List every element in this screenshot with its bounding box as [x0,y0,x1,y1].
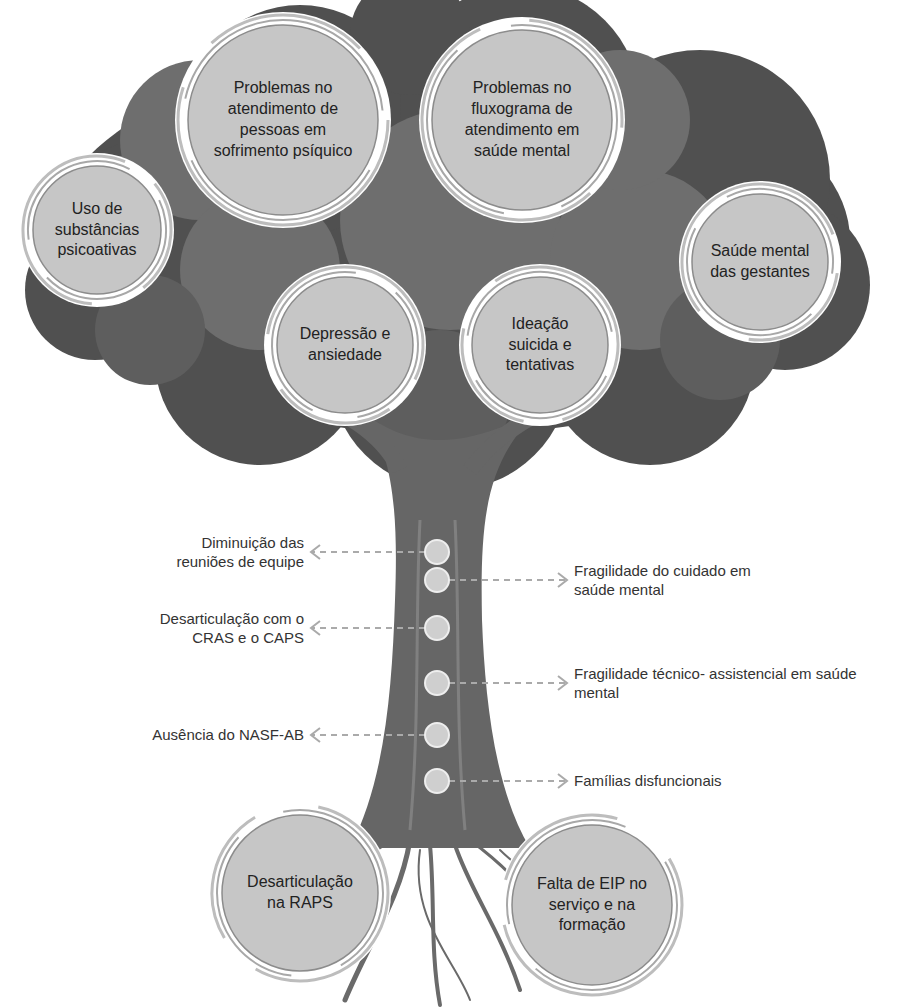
circle-text: Falta de EIP no serviço e na formação [532,874,652,936]
inner-arc [242,242,448,448]
circle-text: Desarticulação na RAPS [242,872,359,914]
outer-arc [381,0,664,261]
circle-fill [188,25,378,215]
cause-label: Desarticulação com o CRAS e o CAPS [134,609,304,648]
canopy [25,0,870,490]
ring-ground [459,264,621,426]
circle-text: Problemas no atendimento de pessoas em s… [212,78,355,161]
inner-arc [490,803,694,1007]
cause-label: Diminuição das reuniões de equipe [154,533,304,572]
problem-circle: Problemas no fluxograma de atendimento e… [418,16,626,224]
circle-shape [263,263,427,427]
ring-ground [264,264,426,426]
ring-ground [679,181,841,343]
circle-text: Ideação suicida e tentativas [488,314,593,376]
circle-fill [472,277,608,413]
ring-ground [209,802,391,984]
cause-label: Fragilidade técnico- assistencial em saú… [574,664,874,703]
circle-shape [418,16,626,224]
problem-circle: Depressão e ansiedade [263,263,427,427]
circle-shape [174,11,392,229]
outer-arc [431,236,648,453]
inner-arc [411,9,634,232]
outer-arc [650,152,869,371]
inner-arc [209,802,391,984]
outer-arc [18,151,176,309]
outer-arc [469,782,716,1008]
circle-fill [222,815,378,971]
trunk [300,395,580,848]
circle-text: Depressão e ansiedade [291,324,400,366]
circle-text: Uso de substâncias psicoativas [48,199,147,261]
inner-arc [662,164,858,360]
circle-shape [208,801,392,985]
circle-fill [33,166,161,294]
ring-ground [175,12,391,228]
outer-arc [178,15,388,225]
cause-label: Famílias disfuncionais [574,771,722,791]
problem-circle: Saúde mental das gestantes [678,180,842,344]
inner-arc [146,0,419,257]
problem-circle: Desarticulação na RAPS [208,801,392,985]
circle-text: Saúde mental das gestantes [709,241,811,283]
cause-label: Ausência do NASF-AB [152,725,304,745]
problem-circle: Problemas no atendimento de pessoas em s… [174,11,392,229]
circle-shape [678,180,842,344]
circle-fill [512,825,672,985]
circle-fill [277,277,413,413]
trunk-callouts [311,545,567,788]
problem-circle: Ideação suicida e tentativas [458,263,622,427]
circle-fill [692,194,828,330]
inner-arc [443,248,637,442]
outer-arc [257,257,433,433]
ring-ground [20,153,174,307]
problem-circle: Uso de substâncias psicoativas [19,152,175,308]
ring-ground [419,17,625,223]
cause-label: Fragilidade do cuidado em saúde mental [574,561,784,600]
inner-arc [19,152,175,308]
trunk-dots [425,540,449,793]
circle-text: Problemas no fluxograma de atendimento e… [455,78,590,161]
circle-fill [432,30,612,210]
ring-ground [499,812,685,998]
problem-circle: Falta de EIP no serviço e na formação [498,811,686,999]
outer-arc [196,789,405,998]
